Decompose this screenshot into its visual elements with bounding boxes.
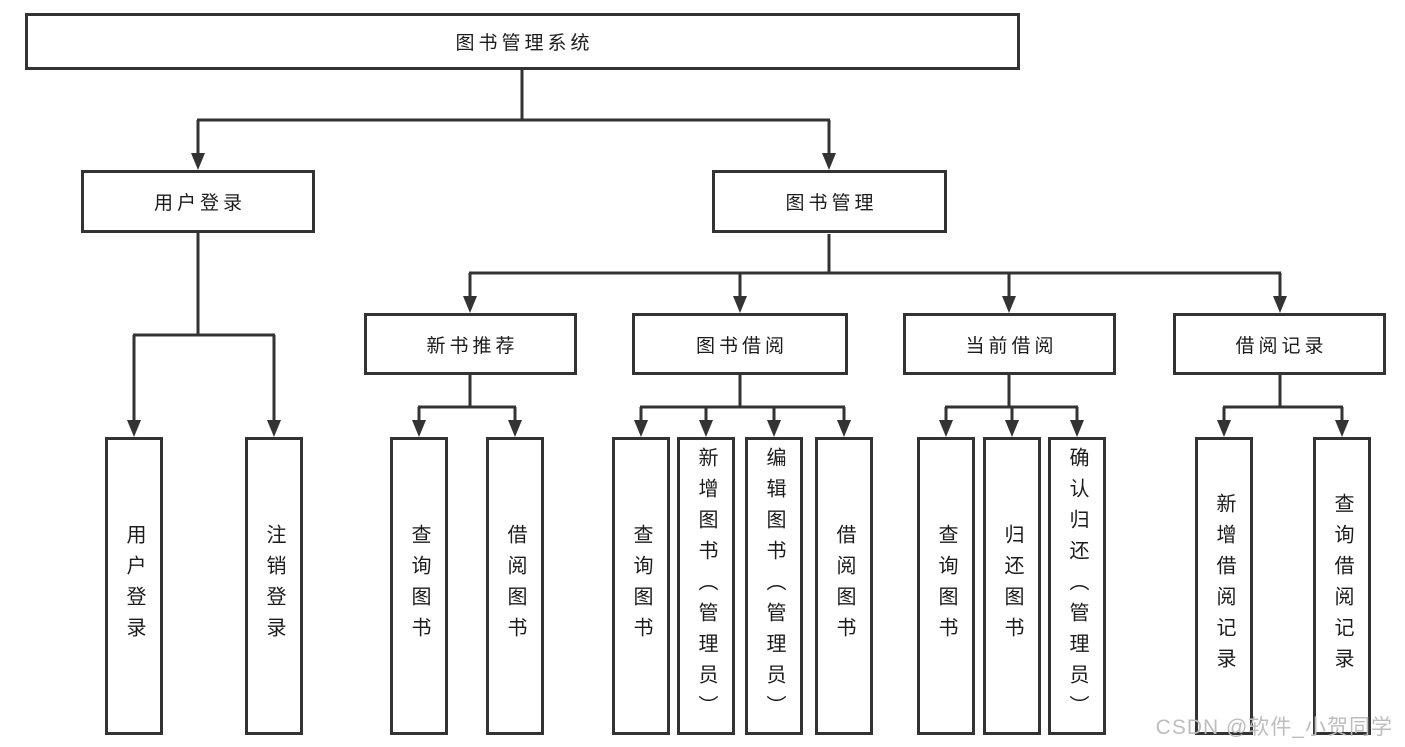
node-root-label: 图书管理系统 [455, 33, 594, 54]
node-current-borrow: 当前借阅 [903, 313, 1116, 375]
node-borrow-records: 借阅记录 [1173, 313, 1386, 375]
node-book-management-label: 图书管理 [785, 193, 878, 214]
leaf-user-login-label: 用户登录 [123, 524, 145, 648]
node-new-book-recommend: 新书推荐 [364, 313, 577, 375]
node-book-borrow: 图书借阅 [632, 313, 848, 375]
node-new-book-recommend-label: 新书推荐 [426, 335, 519, 357]
leaf-confirm-return-admin-label: 确认归还（管理员） [1066, 446, 1088, 726]
leaf-borrow-books-2-label: 借阅图书 [833, 524, 855, 648]
leaf-return-book-label: 归还图书 [1001, 524, 1023, 648]
leaf-user-login: 用户登录 [105, 437, 163, 735]
leaf-add-borrow-record: 新增借阅记录 [1195, 437, 1253, 735]
leaf-query-borrow-record-label: 查询借阅记录 [1331, 493, 1353, 679]
leaf-query-books-1: 查询图书 [390, 437, 448, 735]
leaf-query-books-1-label: 查询图书 [408, 524, 430, 648]
leaf-query-books-3: 查询图书 [917, 437, 975, 735]
leaf-borrow-books-1: 借阅图书 [486, 437, 544, 735]
leaf-query-books-2: 查询图书 [612, 437, 670, 735]
leaf-add-borrow-record-label: 新增借阅记录 [1213, 493, 1235, 679]
node-book-borrow-label: 图书借阅 [695, 335, 788, 357]
leaf-add-book-admin-label: 新增图书（管理员） [695, 446, 717, 726]
arrowheads [127, 153, 1349, 437]
leaf-borrow-books-1-label: 借阅图书 [504, 524, 526, 648]
node-root: 图书管理系统 [25, 13, 1020, 70]
leaf-logout: 注销登录 [245, 437, 303, 735]
leaf-query-books-3-label: 查询图书 [935, 524, 957, 648]
leaf-edit-book-admin: 编辑图书（管理员） [745, 437, 803, 735]
node-user-login: 用户登录 [81, 170, 315, 233]
node-book-management: 图书管理 [712, 170, 947, 233]
node-user-login-label: 用户登录 [153, 193, 246, 214]
leaf-confirm-return-admin: 确认归还（管理员） [1048, 437, 1106, 735]
leaf-add-book-admin: 新增图书（管理员） [677, 437, 735, 735]
leaf-borrow-books-2: 借阅图书 [815, 437, 873, 735]
node-borrow-records-label: 借阅记录 [1235, 335, 1328, 357]
node-current-borrow-label: 当前借阅 [965, 335, 1058, 357]
leaf-query-books-2-label: 查询图书 [630, 524, 652, 648]
leaf-logout-label: 注销登录 [263, 524, 285, 648]
leaf-edit-book-admin-label: 编辑图书（管理员） [763, 446, 785, 726]
leaf-return-book: 归还图书 [983, 437, 1041, 735]
leaf-query-borrow-record: 查询借阅记录 [1313, 437, 1371, 735]
csdn-watermark: CSDN @软件_小贺同学 [1155, 716, 1393, 739]
